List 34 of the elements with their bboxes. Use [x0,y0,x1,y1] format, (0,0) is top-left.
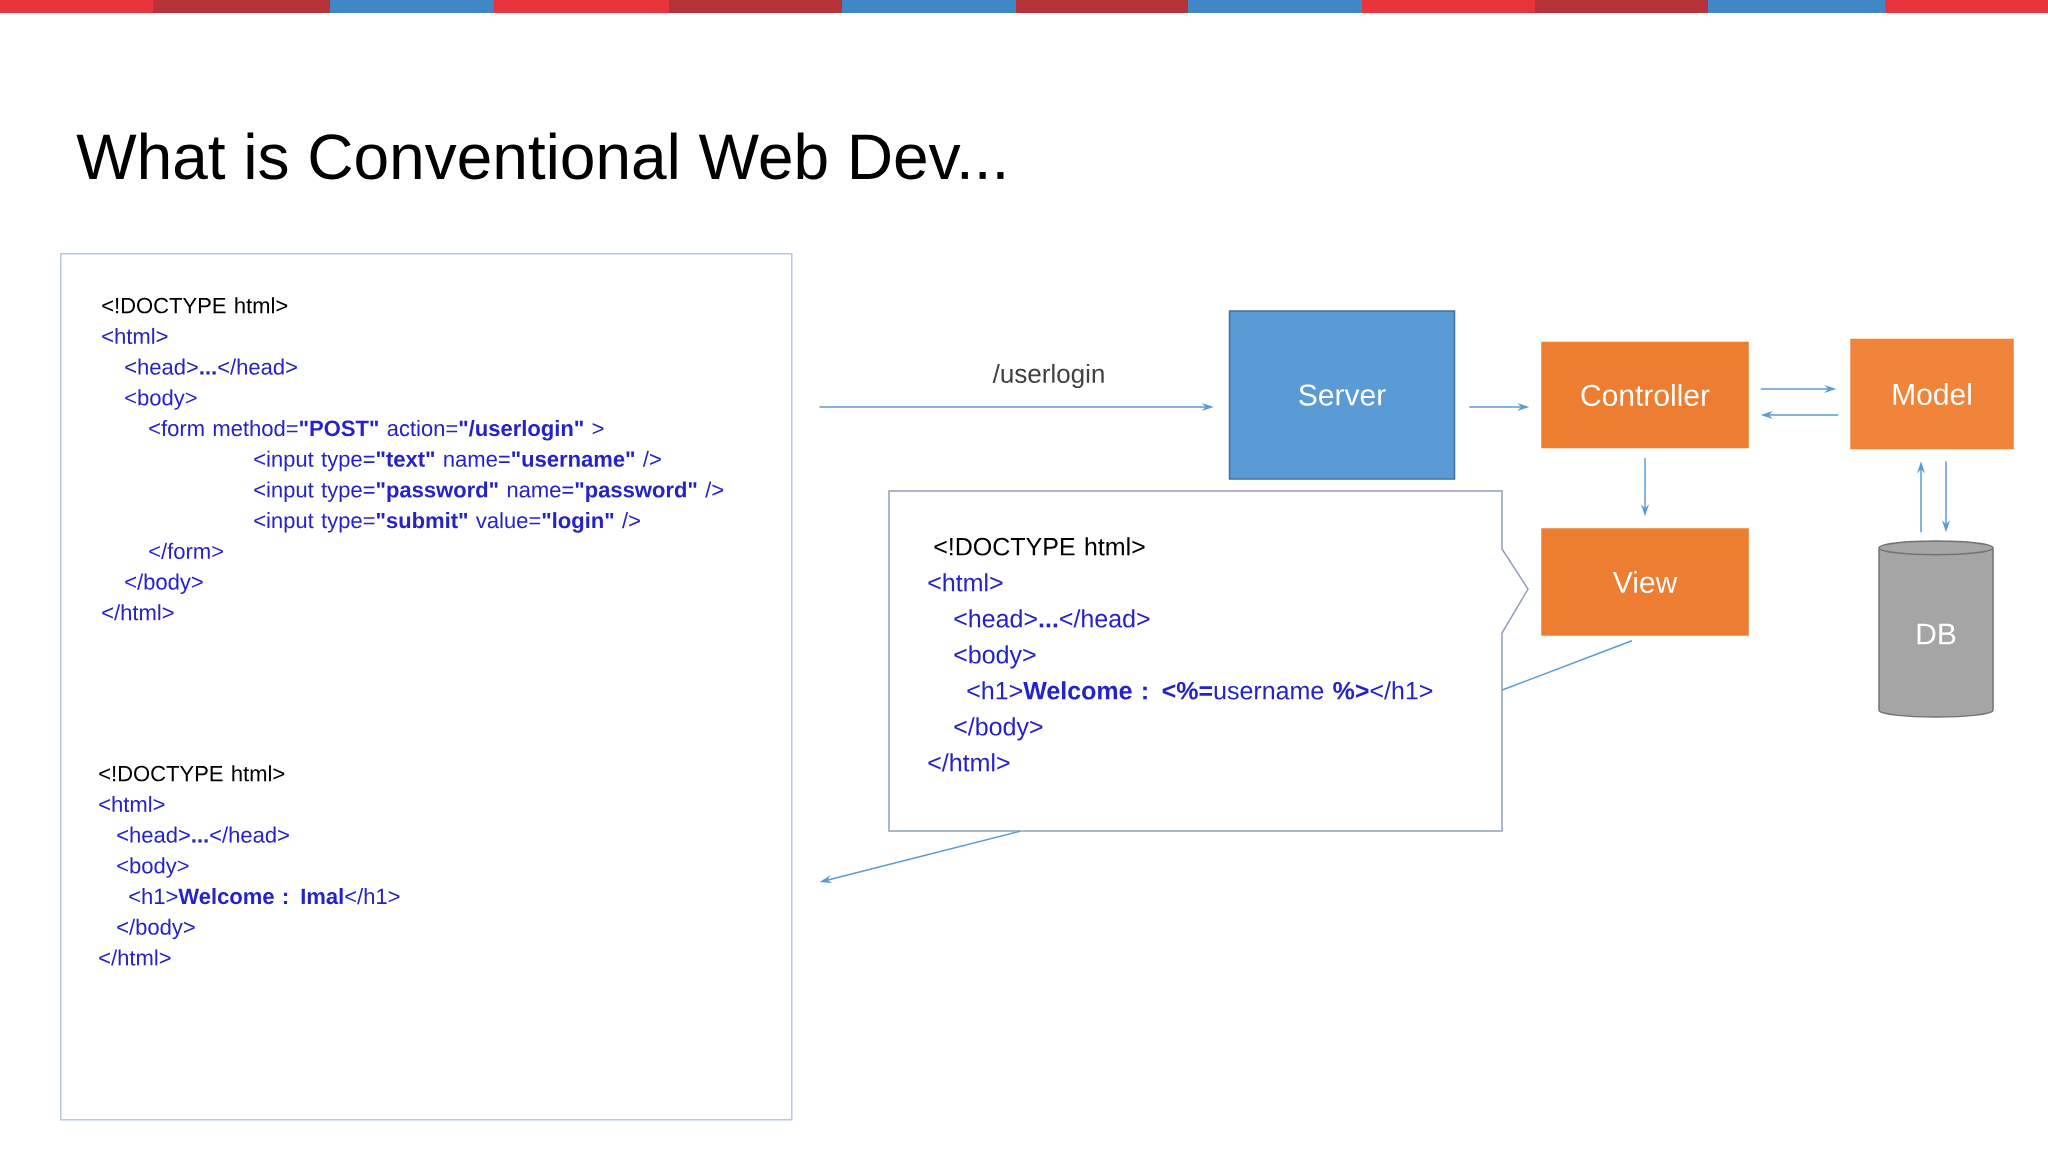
code-line: </body> [125,573,203,594]
title: What is Conventional Web Dev... [76,132,1004,180]
controller-box: Controller [1541,341,1749,449]
code-line: <!DOCTYPE html> [102,297,288,314]
code-line: <!DOCTYPE html> [99,765,285,782]
code-line: <input type="password" name="password" /> [254,481,724,502]
code-line: <input type="text" name="username" /> [254,450,661,472]
code-line: <body> [125,389,197,410]
code-panel [60,253,793,1121]
database-cylinder: DB [1878,540,1994,718]
code-line: <input type="submit" value="login" /> [254,512,640,533]
code-line: <body> [117,857,189,878]
view-box: View [1541,528,1749,636]
code-line: </body> [117,918,195,940]
code-line: <html> [99,795,165,812]
code-line: </html> [99,949,171,966]
code-line: <body> [954,645,1036,669]
code-line: <form method="POST" action="/userlogin" > [149,420,604,441]
code-line: <h1>Welcome : Imal</h1> [129,888,400,905]
callout-box [888,490,1529,832]
code-line: </form> [149,542,223,559]
code-line: <html> [928,573,1003,592]
code-line: </body> [954,717,1043,741]
code-line: </html> [102,604,174,621]
code-line: <h1>Welcome : <%=username %></h1> [967,681,1433,700]
model-box: Model [1850,338,2014,450]
code-line: <head>...</head> [117,826,289,843]
code-line: <html> [102,327,168,344]
code-line: </html> [928,753,1010,772]
code-line: <head>...</head> [125,358,297,375]
code-line: <head>...</head> [954,609,1150,628]
code-line: <!DOCTYPE html> [934,537,1145,556]
server-box: Server [1228,310,1456,480]
edge-label: /userlogin [990,361,1108,391]
